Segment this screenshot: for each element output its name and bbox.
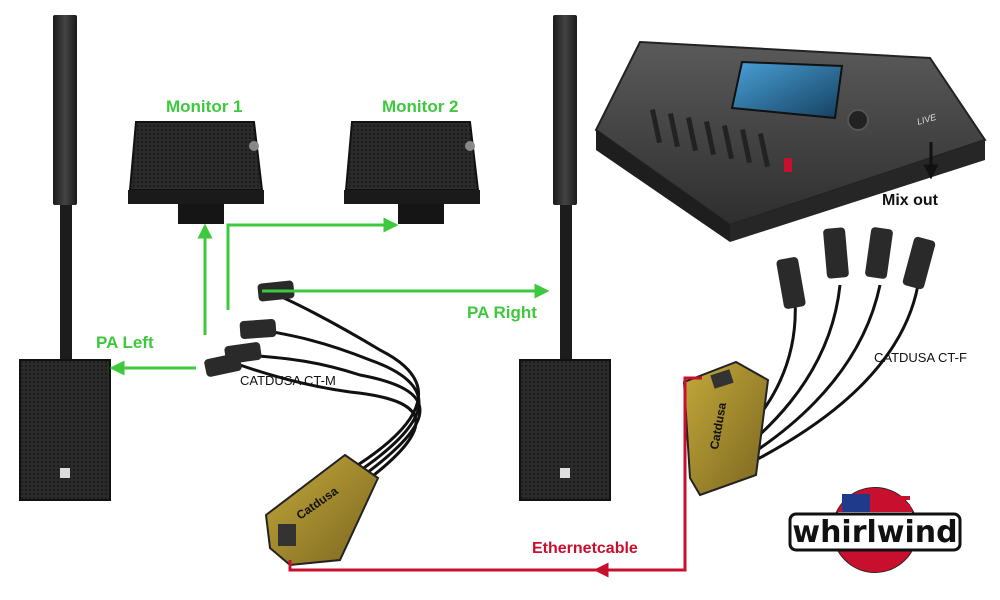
pa-right-label: PA Right (467, 303, 537, 322)
brand-badge-icon (60, 468, 70, 478)
monitor-2-speaker (344, 121, 480, 224)
logo-icon (249, 141, 259, 151)
xlr-female-connector (776, 227, 936, 309)
rj45-port-icon (278, 524, 296, 546)
ethernet-cable-label: Ethernetcable (532, 540, 638, 557)
encoder-knob-icon (847, 109, 869, 131)
catdusa-ctm-label: CATDUSA CT-M (240, 373, 336, 388)
pa-right-speaker (519, 15, 611, 501)
logo-icon (465, 141, 475, 151)
catdusa-ctf-label: CATDUSA CT-F (874, 350, 967, 365)
ctm-xlr-tails (239, 290, 422, 484)
pa-left-speaker (19, 15, 111, 501)
monitor-1-speaker (128, 121, 264, 224)
signal-lines (109, 217, 550, 376)
ethernet-cable-line (288, 376, 702, 572)
whirlwind-logo-text: whirlwind (792, 515, 957, 550)
mix-out-label: Mix out (882, 192, 939, 209)
flag-stripes-icon (870, 496, 910, 508)
mixer-screen (730, 60, 844, 120)
monitor-2-label: Monitor 2 (382, 97, 459, 116)
brand-badge-icon (560, 468, 570, 478)
master-fader-icon (784, 158, 792, 172)
rj45-port-icon (710, 369, 734, 389)
whirlwind-logo: whirlwind (788, 487, 962, 573)
monitor-1-label: Monitor 1 (166, 97, 243, 116)
catdusa-ctf-box: Catdusa (682, 360, 770, 497)
xlr-male-connector (204, 280, 295, 377)
pa-left-label: PA Left (96, 333, 154, 352)
digital-mixer: LIVE (594, 40, 987, 242)
arrow-to-monitor-2 (226, 217, 399, 310)
catdusa-ctm-box: Catdusa (264, 453, 380, 567)
